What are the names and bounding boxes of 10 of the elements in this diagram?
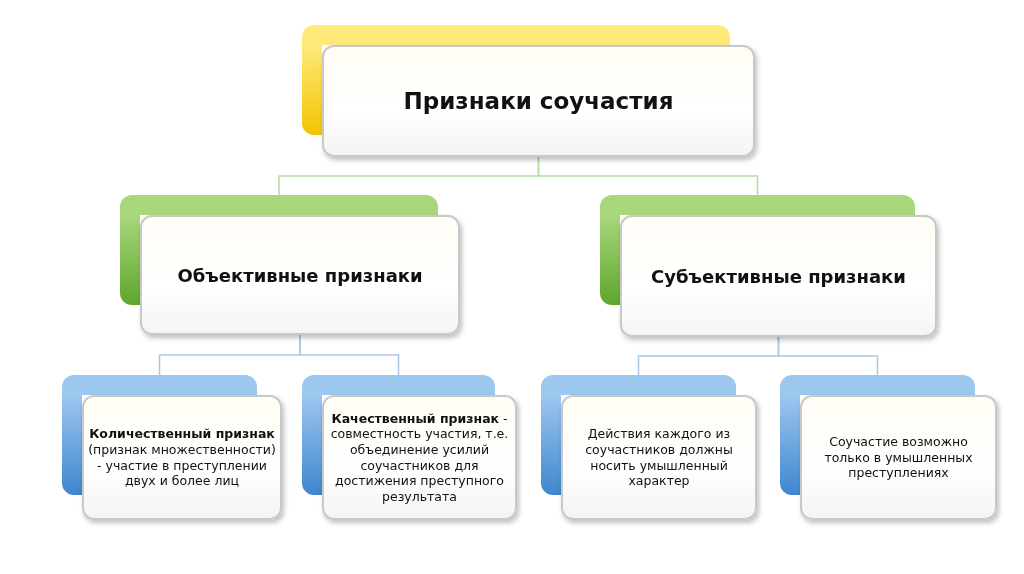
connector-line <box>777 336 879 376</box>
connector-line <box>537 156 759 196</box>
description-text: Количественный признак (признак множественности) - участие в преступлении двух и более лиц <box>87 426 277 489</box>
heading-text: Признаки соучастия <box>403 88 674 114</box>
connector-line <box>299 334 400 376</box>
heading-text: Объективные признаки <box>177 264 423 286</box>
heading-text: Субъективные признаки <box>651 265 906 287</box>
description-text: Качественный признак - совместность участия, т.е. объединение усилий соучастников для достижения преступного результата <box>329 410 510 505</box>
description-text: Соучастие возможно только в умышленных преступлениях <box>823 434 974 481</box>
description-text: Действия каждого из соучастников должны носить умышленный характер <box>584 426 734 489</box>
